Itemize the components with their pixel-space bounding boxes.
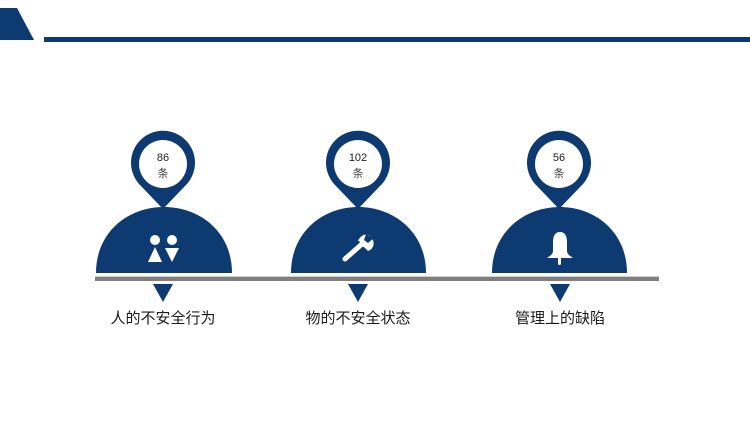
pointer-1 [153, 284, 173, 302]
item-2 [291, 130, 426, 302]
header-bar [44, 37, 750, 42]
people-icon [148, 235, 179, 262]
count-unit: 条 [553, 168, 565, 180]
baseline [95, 277, 659, 281]
label-1: 人的不安全行为 [110, 309, 216, 327]
dome-1 [96, 207, 232, 273]
label-2: 物的不安全状态 [305, 309, 411, 327]
bell-icon [547, 232, 573, 265]
item-3 [492, 130, 627, 302]
pin-3-inner [535, 140, 583, 188]
wrench-icon [342, 234, 374, 262]
label-3: 管理上的缺陷 [514, 309, 605, 327]
count-badge-3: 56 条 [535, 150, 583, 182]
pin-1-inner [139, 140, 187, 188]
count-badge-2: 102 条 [334, 150, 382, 182]
count-value: 102 [348, 152, 368, 164]
count-badge-1: 86 条 [139, 150, 187, 182]
count-unit: 条 [352, 168, 364, 180]
pointer-2 [348, 284, 368, 302]
pin-2-inner [334, 140, 382, 188]
pointer-3 [550, 284, 570, 302]
count-unit: 条 [157, 168, 169, 180]
baseline-highlight [95, 276, 659, 277]
header-trapezoid [0, 8, 34, 40]
item-1 [96, 130, 232, 302]
count-value: 56 [552, 152, 566, 164]
count-value: 86 [156, 152, 170, 164]
